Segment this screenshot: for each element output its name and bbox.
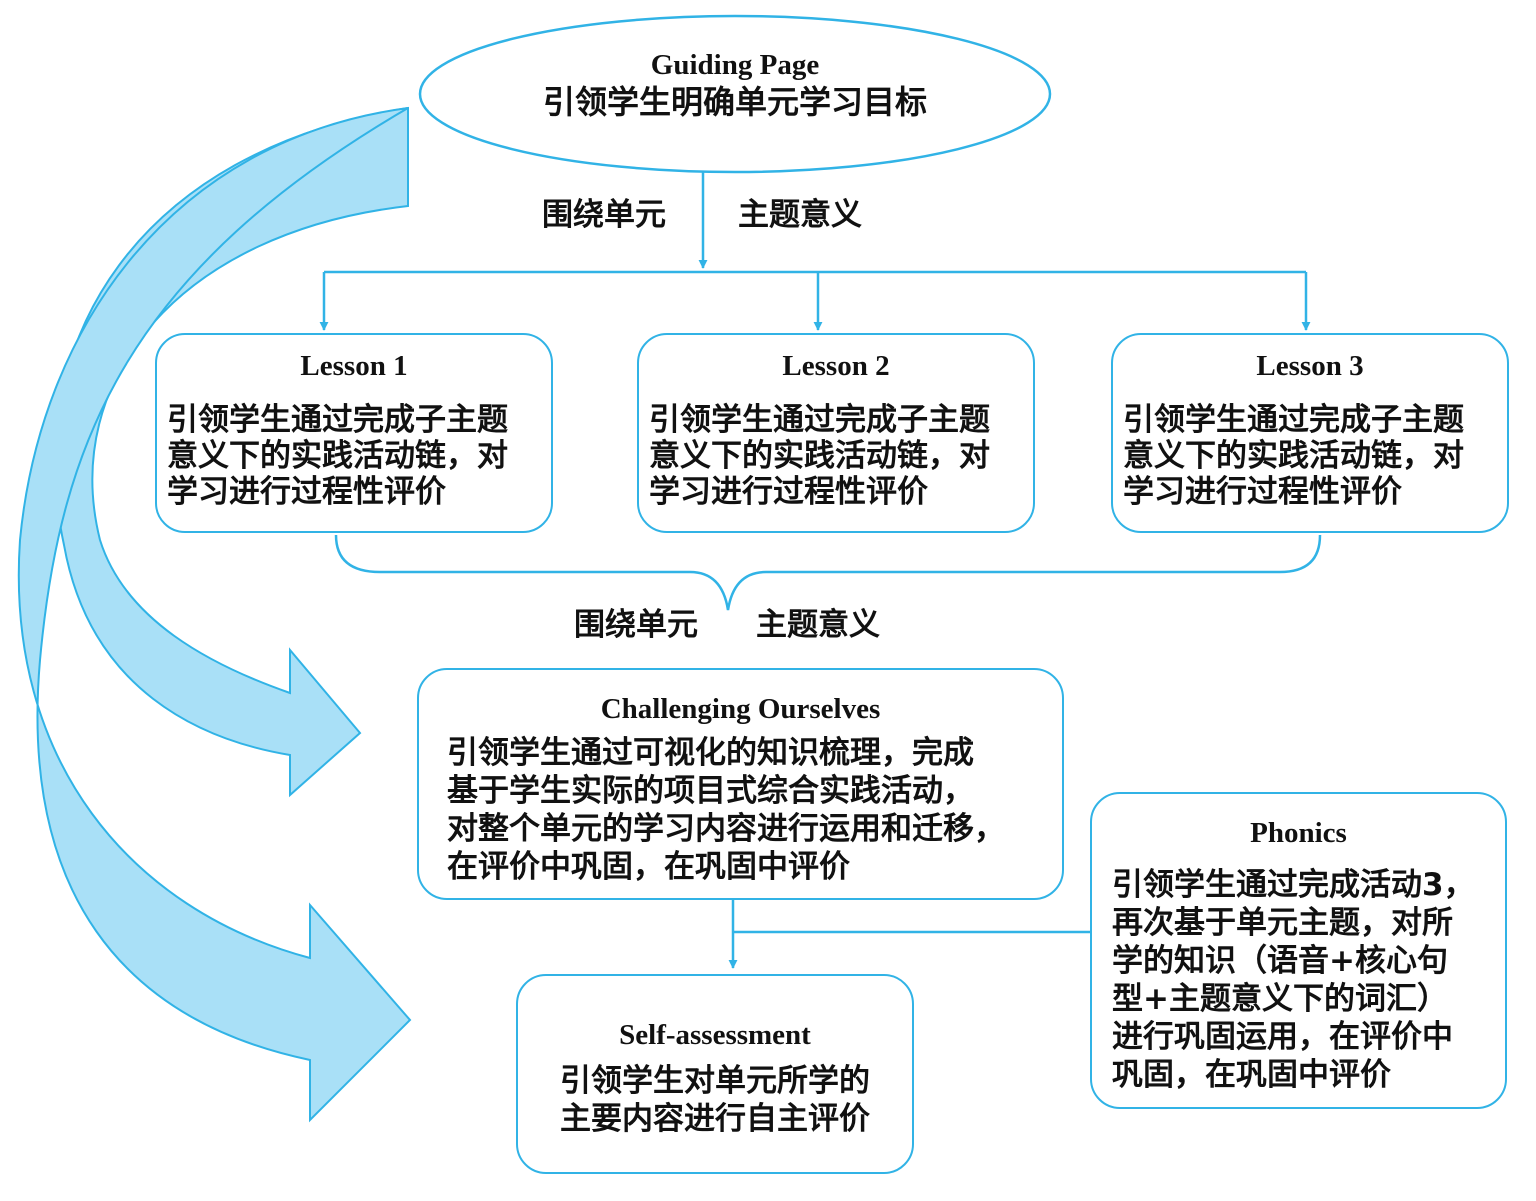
lesson-2-line-1: 引领学生通过完成子主题: [649, 402, 990, 438]
lesson-2-line-3: 学习进行过程性评价: [649, 474, 928, 510]
self-assessment-line-2: 主要内容进行自主评价: [560, 1101, 870, 1137]
phonics-line-5: 进行巩固运用，在评价中: [1112, 1019, 1453, 1055]
phonics-line-1: 引领学生通过完成活动3，: [1112, 867, 1475, 903]
guiding-page-text: 引领学生明确单元学习目标: [542, 83, 927, 121]
connector-label-1-right: 主题意义: [738, 197, 862, 233]
lesson-1-box: Lesson 1 引领学生通过完成子主题 意义下的实践活动链，对 学习进行过程性…: [155, 333, 553, 533]
lesson-2-line-2: 意义下的实践活动链，对: [649, 438, 990, 474]
lesson-2-box: Lesson 2 引领学生通过完成子主题 意义下的实践活动链，对 学习进行过程性…: [637, 333, 1035, 533]
guiding-page-ellipse: [418, 14, 1052, 174]
connector-label-1-left: 围绕单元: [542, 197, 666, 233]
big-curved-arrow-to-self-assessment: [17, 107, 412, 1123]
challenging-line-2: 基于学生实际的项目式综合实践活动，: [447, 773, 974, 809]
connector-label-2-right: 主题意义: [756, 607, 880, 643]
lessons-brace: [334, 534, 1322, 611]
lesson-1-line-3: 学习进行过程性评价: [167, 474, 446, 510]
lesson-3-line-1: 引领学生通过完成子主题: [1123, 402, 1464, 438]
challenging-line-1: 引领学生通过可视化的知识梳理，完成: [447, 735, 974, 771]
lesson-3-title: Lesson 3: [1256, 350, 1364, 382]
connector-label-2-left: 围绕单元: [574, 607, 698, 643]
self-assessment-box: Self-assessment 引领学生对单元所学的 主要内容进行自主评价: [516, 974, 914, 1174]
lesson-1-line-1: 引领学生通过完成子主题: [167, 402, 508, 438]
lesson-1-line-2: 意义下的实践活动链，对: [167, 438, 508, 474]
phonics-title: Phonics: [1250, 817, 1347, 849]
phonics-box: Phonics 引领学生通过完成活动3， 再次基于单元主题，对所 学的知识（语音…: [1090, 792, 1507, 1109]
challenging-line-4: 在评价中巩固，在巩固中评价: [447, 849, 850, 885]
lesson-3-line-2: 意义下的实践活动链，对: [1123, 438, 1464, 474]
challenging-line-3: 对整个单元的学习内容进行运用和迁移，: [447, 811, 1005, 847]
lesson-1-title: Lesson 1: [300, 350, 408, 382]
phonics-line-2: 再次基于单元主题，对所: [1112, 905, 1453, 941]
lesson-3-box: Lesson 3 引领学生通过完成子主题 意义下的实践活动链，对 学习进行过程性…: [1111, 333, 1509, 533]
self-assessment-line-1: 引领学生对单元所学的: [560, 1063, 870, 1099]
lesson-2-title: Lesson 2: [782, 350, 890, 382]
lesson-3-line-3: 学习进行过程性评价: [1123, 474, 1402, 510]
phonics-line-6: 巩固，在巩固中评价: [1112, 1057, 1391, 1093]
phonics-line-4: 型+主题意义下的词汇）: [1112, 981, 1448, 1017]
guiding-page-title: Guiding Page: [650, 49, 820, 81]
self-assessment-title: Self-assessment: [619, 1019, 811, 1051]
phonics-line-3: 学的知识（语音+核心句: [1112, 943, 1448, 979]
challenging-ourselves-box: Challenging Ourselves 引领学生通过可视化的知识梳理，完成 …: [417, 668, 1064, 900]
guiding-page-node: Guiding Page 引领学生明确单元学习目标: [420, 48, 1050, 122]
challenging-ourselves-title: Challenging Ourselves: [600, 693, 881, 725]
